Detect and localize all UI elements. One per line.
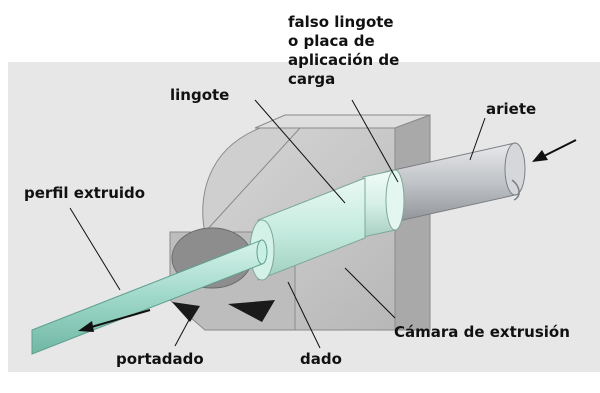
label-dado: dado	[300, 350, 342, 368]
dummy-block-face	[385, 169, 405, 231]
label-camara-extrusion: Cámara de extrusión	[394, 323, 570, 341]
label-lingote: lingote	[170, 86, 230, 104]
ram-tip	[511, 179, 520, 201]
leader-lingote	[254, 99, 346, 204]
leader-camara	[344, 267, 396, 319]
label-falso-lingote-line4: carga	[288, 70, 336, 88]
label-falso-lingote-line3: aplicación de	[288, 51, 400, 69]
ram-end	[504, 142, 526, 196]
label-ariete: ariete	[486, 100, 537, 118]
profile-arrow	[78, 309, 151, 332]
leader-portadado	[174, 317, 191, 347]
white-top-area	[0, 0, 600, 62]
label-perfil-extruido: perfil extruido	[24, 184, 146, 202]
label-falso-lingote-line1: falso lingote	[288, 13, 394, 31]
profile-end	[256, 239, 268, 265]
leader-perfil	[69, 207, 121, 291]
die-wedge	[228, 300, 275, 322]
label-falso-lingote: falso lingote o placa de aplicación de c…	[288, 13, 399, 89]
label-falso-lingote-line2: o placa de	[288, 32, 375, 50]
die-holder-wedge	[172, 302, 200, 322]
leader-dado	[287, 281, 321, 349]
leader-ariete	[469, 117, 486, 161]
ram-arrow	[532, 139, 577, 162]
leader-falso-lingote	[351, 99, 399, 183]
label-portadado: portadado	[116, 350, 204, 368]
